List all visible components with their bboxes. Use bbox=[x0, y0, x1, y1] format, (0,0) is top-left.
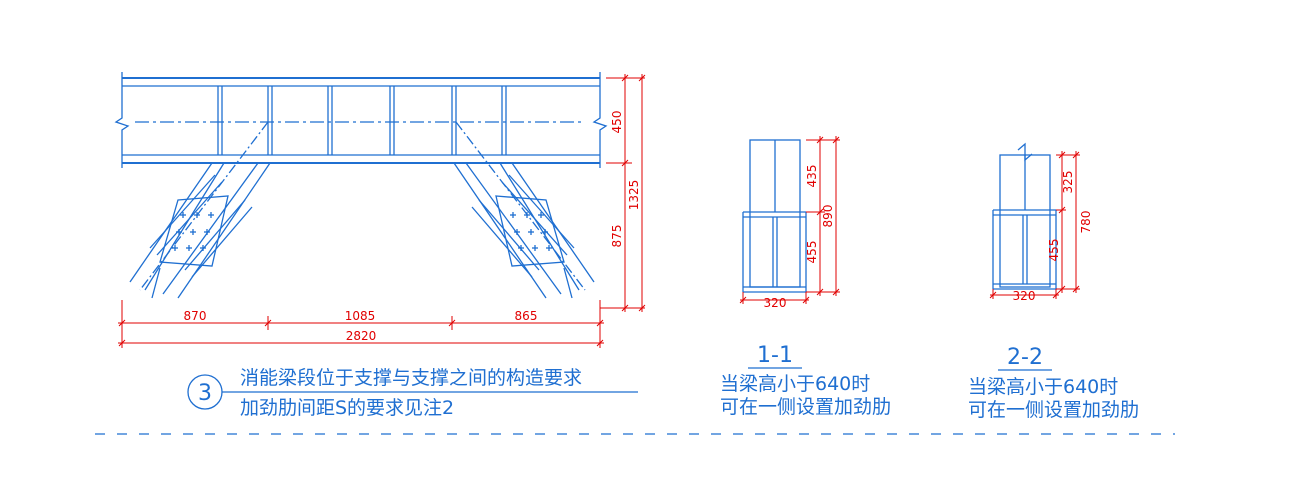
main-elevation: 870 1085 865 2820 450 875 1325 3 消能梁 bbox=[114, 72, 646, 419]
sec1-title: 1-1 bbox=[757, 343, 793, 368]
dim-1085: 1085 bbox=[345, 309, 376, 323]
sec2-dim-325: 325 bbox=[1061, 171, 1075, 194]
sec1-dim-890: 890 bbox=[821, 205, 835, 228]
dim-865: 865 bbox=[515, 309, 538, 323]
dim-1325: 1325 bbox=[627, 180, 641, 211]
sec2-dim-455: 455 bbox=[1047, 239, 1061, 262]
web-stiffeners bbox=[217, 86, 507, 155]
main-note-line2: 加劲肋间距S的要求见注2 bbox=[240, 397, 454, 419]
section-2-2: 325 455 780 320 2-2 当梁高小于640时 可在一侧设置加劲肋 bbox=[968, 142, 1139, 421]
detail-label: 3 消能梁段位于支撑与支撑之间的构造要求 加劲肋间距S的要求见注2 bbox=[187, 367, 638, 419]
sec1-note-line1: 当梁高小于640时 bbox=[720, 373, 870, 395]
dim-875: 875 bbox=[610, 225, 624, 248]
sec1-note-line2: 可在一侧设置加劲肋 bbox=[720, 396, 891, 418]
vertical-dimensions: 450 875 1325 bbox=[600, 74, 646, 312]
dim-2820: 2820 bbox=[346, 329, 377, 343]
left-brace bbox=[129, 162, 271, 299]
main-note-line1: 消能梁段位于支撑与支撑之间的构造要求 bbox=[240, 367, 582, 389]
right-bolt-group bbox=[510, 212, 552, 251]
dim-450: 450 bbox=[610, 111, 624, 134]
sec2-note-line2: 可在一侧设置加劲肋 bbox=[968, 399, 1139, 421]
detail-number: 3 bbox=[198, 381, 212, 406]
right-brace bbox=[453, 162, 595, 299]
sec1-dim-455: 455 bbox=[805, 241, 819, 264]
horizontal-dimensions: 870 1085 865 2820 bbox=[118, 300, 604, 348]
section-1-1: 435 455 890 320 1-1 当梁高小于640时 可在一侧设置加劲肋 bbox=[720, 136, 891, 418]
sec1-dim-320: 320 bbox=[764, 296, 787, 310]
dim-870: 870 bbox=[184, 309, 207, 323]
left-bolt-group bbox=[172, 212, 214, 251]
sec1-dim-435: 435 bbox=[805, 165, 819, 188]
sec2-dim-320: 320 bbox=[1013, 289, 1036, 303]
sec2-note-line1: 当梁高小于640时 bbox=[968, 376, 1118, 398]
sec2-title: 2-2 bbox=[1007, 345, 1043, 370]
sec2-dim-780: 780 bbox=[1079, 211, 1093, 234]
